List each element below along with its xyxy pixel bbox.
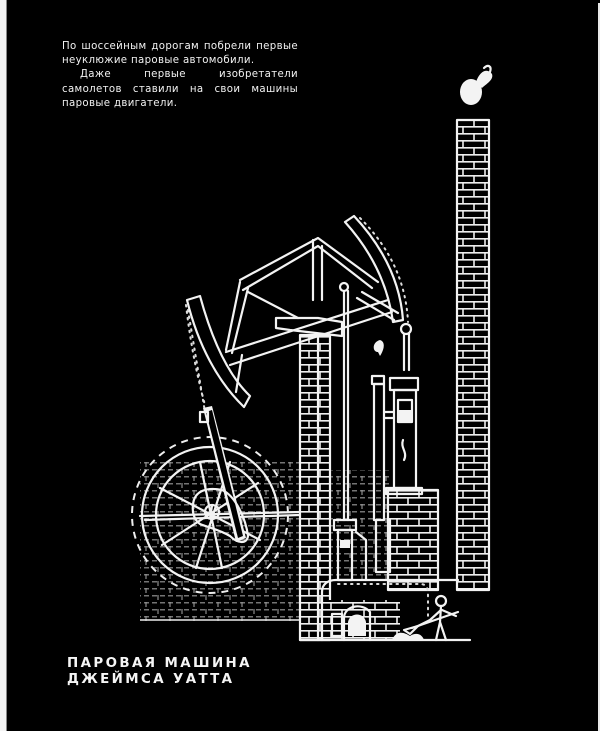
cylinder-wall [386,488,440,592]
intro-text: По шоссейным дорогам побрели первые неук… [62,40,298,111]
steam-cylinder [384,376,424,496]
masonry-pillar [298,333,332,642]
crank [191,406,250,544]
chimney [455,118,491,592]
page-edge-shadow [6,0,7,731]
right-arch-head [343,214,409,324]
chain-left [187,309,206,413]
stoker-figure [392,594,460,642]
illustration-caption: ПАРОВАЯ МАШИНА ДЖЕЙМСА УАТТА [67,656,252,688]
pump-rod [338,281,350,522]
page-edge-right [598,3,600,731]
intro-paragraph-1: По шоссейным дорогам побрели первые неук… [62,41,298,67]
boiler-furnace [298,578,472,642]
smoke-icon [460,64,493,105]
page-edge-left [0,0,6,731]
caption-line-2: ДЖЕЙМСА УАТТА [67,672,235,687]
intro-paragraph-2: Даже первые изобретатели самолетов стави… [62,69,298,109]
condenser-column [370,340,396,574]
chain-right [399,322,413,372]
rocking-beam [224,236,400,394]
left-arch-head [185,294,252,409]
caption-line-1: ПАРОВАЯ МАШИНА [67,656,252,671]
